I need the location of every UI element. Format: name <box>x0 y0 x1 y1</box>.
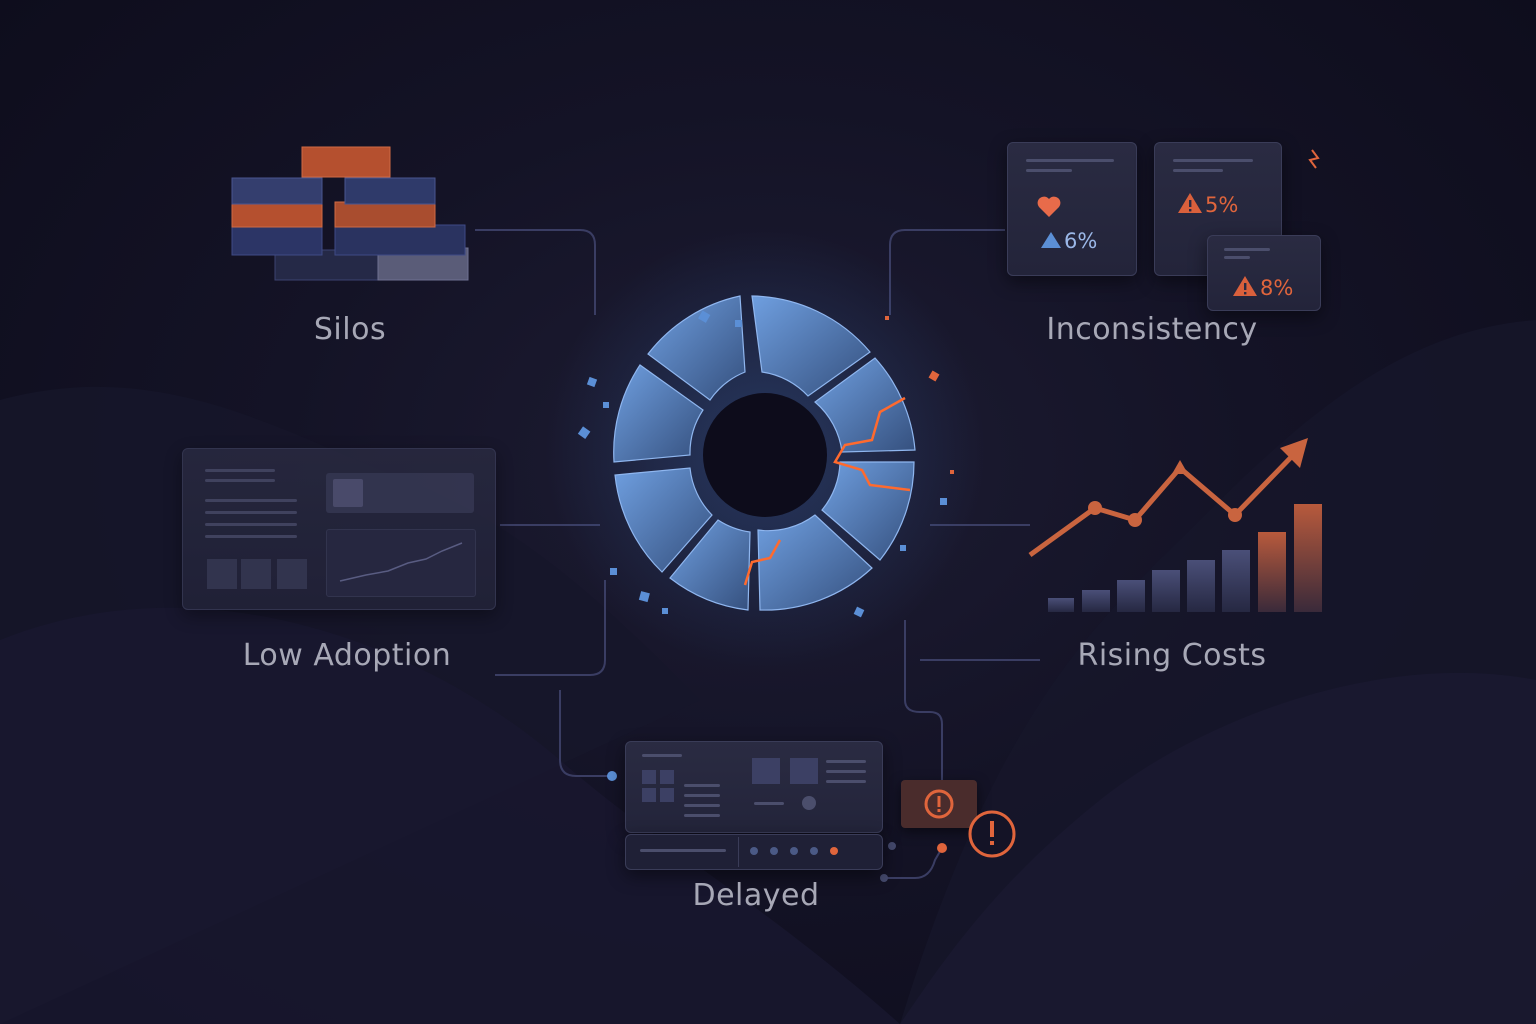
connector-node <box>888 842 896 850</box>
alert-icon <box>968 810 1016 858</box>
heart-icon <box>1037 196 1061 217</box>
inconsistency-card-3: 8% <box>1207 235 1321 311</box>
connector-node <box>937 843 947 853</box>
inconsistency-label: Inconsistency <box>1046 312 1258 347</box>
low-adoption-dashboard <box>182 448 496 610</box>
ring-segment <box>614 467 713 573</box>
inconsistency-metric-3: 8% <box>1260 276 1294 300</box>
delayed-label: Delayed <box>692 878 820 913</box>
ring-segment <box>669 519 751 611</box>
rising-costs-label: Rising Costs <box>1077 638 1267 673</box>
delayed-dashboard <box>625 741 883 833</box>
broken-ring <box>613 295 916 611</box>
alert-icon <box>924 789 954 819</box>
ring-hole <box>703 393 827 517</box>
ring-segment <box>613 364 704 463</box>
ring-segment <box>751 295 871 397</box>
ring-segment <box>814 357 916 453</box>
warning-icon <box>1233 276 1257 296</box>
inconsistency-metric-2: 5% <box>1205 193 1239 217</box>
delayed-timeline-bar <box>625 834 883 870</box>
debris-particles <box>577 310 947 618</box>
background-hill <box>0 607 900 1024</box>
silos-illustration <box>231 146 469 281</box>
ring-segment <box>757 514 873 611</box>
rising-costs-chart <box>1028 438 1322 612</box>
connector-node <box>880 874 888 882</box>
inconsistency-card-1: 6% <box>1007 142 1137 276</box>
warning-icon <box>1178 193 1202 213</box>
connector-lines <box>475 229 1040 879</box>
ring-cracks <box>743 396 911 586</box>
ring-segment <box>647 295 746 401</box>
debris-particles-orange <box>885 316 954 474</box>
low-adoption-label: Low Adoption <box>242 638 452 673</box>
connector-node <box>607 771 617 781</box>
spark-icon <box>1308 149 1320 169</box>
inconsistency-metric-1: 6% <box>1064 229 1098 253</box>
background-hill <box>900 672 1536 1024</box>
silos-label: Silos <box>313 312 387 347</box>
triangle-up-icon <box>1041 232 1061 248</box>
delayed-alert-box <box>901 780 977 828</box>
adoption-mini-chart <box>339 542 463 582</box>
